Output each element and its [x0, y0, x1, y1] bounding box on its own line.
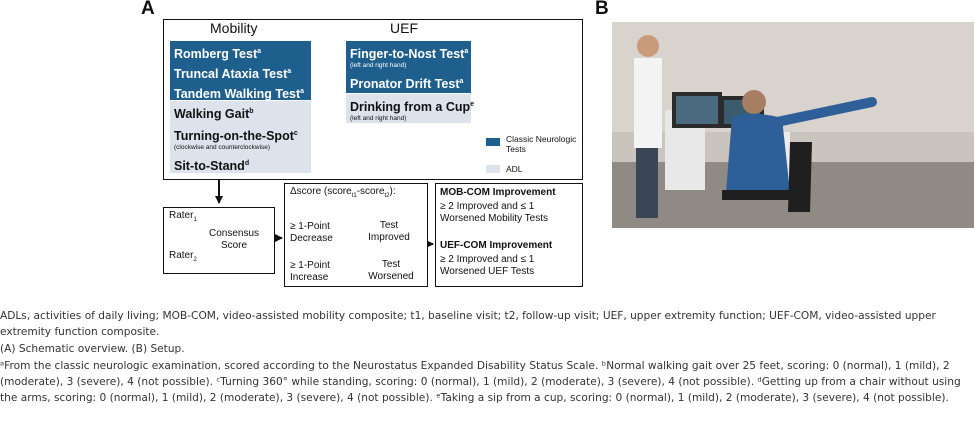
legend-adl-label: ADL [506, 164, 523, 174]
increase-label: ≥ 1-Point Increase [290, 260, 330, 283]
uef-classic-item: Finger-to-Nost Testa [350, 47, 469, 62]
setup-photo [612, 22, 974, 228]
legend-adl-swatch [486, 165, 500, 173]
delta-score-title: Δscore (scoret1-scoret2): [290, 186, 396, 199]
mobility-adl-block: Walking Gaitb Turning-on-the-Spotc (cloc… [170, 101, 311, 173]
mobility-adl-item: Sit-to-Standd [174, 159, 250, 174]
mobility-adl-item: Walking Gaitb [174, 107, 254, 122]
uef-adl-block: Drinking from a Cupe (left and right han… [346, 94, 475, 123]
delta-score-box [284, 183, 428, 287]
mobility-adl-note: (clockwise and counterclockwise) [174, 144, 271, 152]
uef-classic-block: Finger-to-Nost Testa (left and right han… [346, 41, 471, 93]
composite-box [435, 183, 583, 287]
legend-classic-swatch [486, 138, 500, 146]
caption-abbreviations: ADLs, activities of daily living; MOB-CO… [0, 310, 936, 338]
mob-com-text: ≥ 2 Improved and ≤ 1 Worsened Mobility T… [440, 201, 549, 224]
panel-label-a: A [141, 0, 155, 19]
setup-photo-illustration [612, 22, 974, 228]
uef-com-title: UEF-COM Improvement [440, 240, 553, 251]
caption-footnotes: ᵃFrom the classic neurologic examination… [0, 360, 961, 404]
uef-adl-item: Drinking from a Cupe [350, 100, 475, 115]
rater-box [163, 207, 275, 274]
mobility-classic-item: Romberg Testa [174, 47, 262, 62]
decrease-label: ≥ 1-Point Decrease [290, 221, 333, 244]
rater-1-label: Rater1 [169, 210, 197, 223]
improved-label: Test Improved [368, 220, 410, 243]
mobility-classic-item: Tandem Walking Testa [174, 87, 305, 102]
uef-classic-note: (left and right hand) [350, 62, 407, 70]
mob-com-title: MOB-COM Improvement [440, 187, 556, 198]
mobility-title: Mobility [210, 20, 258, 36]
uef-classic-item: Pronator Drift Testa [350, 77, 464, 92]
uef-com-text: ≥ 2 Improved and ≤ 1 Worsened UEF Tests [440, 254, 535, 277]
panel-label-b: B [595, 0, 609, 19]
uef-adl-note: (left and right hand) [350, 115, 407, 123]
mobility-classic-block: Romberg Testa Truncal Ataxia Testa Tande… [170, 41, 311, 102]
uef-title: UEF [390, 20, 418, 36]
consensus-score-label: Consensus Score [208, 228, 260, 251]
worsened-label: Test Worsened [368, 259, 414, 282]
rater-2-label: Rater2 [169, 250, 197, 263]
legend-classic-label: Classic Neurologic Tests [506, 134, 577, 154]
mobility-adl-item: Turning-on-the-Spotc [174, 129, 298, 144]
mobility-classic-item: Truncal Ataxia Testa [174, 67, 292, 82]
caption-panels: (A) Schematic overview. (B) Setup. [0, 343, 185, 355]
